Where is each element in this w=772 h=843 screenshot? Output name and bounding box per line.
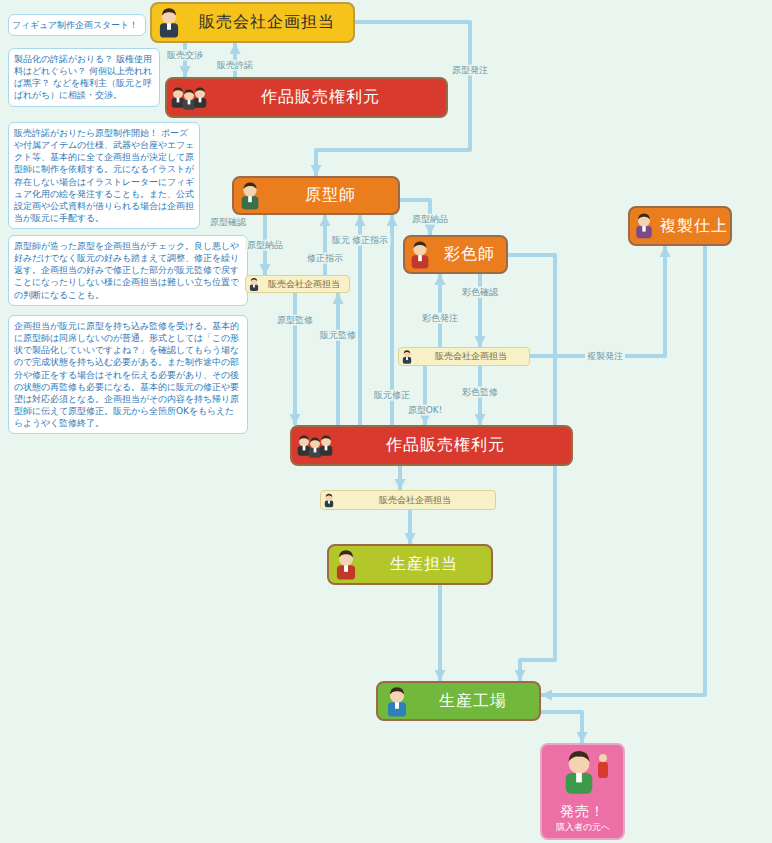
release-box: 発売！購入者の元へ	[540, 743, 625, 840]
flow-arrow	[323, 215, 327, 275]
edge-label: 彩色確認	[460, 287, 500, 298]
flow-arrow	[438, 585, 442, 681]
flow-arrow	[293, 293, 297, 425]
flow-arrow	[530, 246, 665, 356]
node-text: 作品販売権利元	[261, 87, 380, 108]
check-tag: 販売会社企画担当	[398, 347, 530, 366]
role-box: 生産担当	[327, 544, 493, 585]
note-callout: 企画担当が販元に原型を持ち込み監修を受ける。基本的に原型師は同席しないのが普通。…	[8, 315, 248, 434]
rights-holder-box: 作品販売権利元	[290, 425, 573, 466]
node-text: 販売会社企画担当	[199, 12, 335, 33]
node-text: 原型師	[305, 185, 356, 206]
role-box: 販売会社企画担当	[150, 2, 355, 43]
node-text: 企画担当が販元に原型を持ち込み監修を受ける。基本的に原型師は同席しないのが普通。…	[14, 320, 242, 429]
node-text: 原型師が造った原型を企画担当がチェック。良し悪しや好みだけでなく販元の好みも踏ま…	[14, 240, 242, 301]
edge-label: 原型OK!	[406, 405, 445, 416]
role-box: 彩色師	[403, 235, 508, 274]
flow-arrow	[423, 366, 427, 425]
flow-arrow	[541, 712, 582, 743]
node-text: 生産工場	[439, 691, 507, 712]
edge-label: 彩色発注	[420, 313, 460, 324]
edge-label: 彩色監修	[460, 387, 500, 398]
node-text: 複製仕上	[660, 216, 728, 237]
node-text: 彩色師	[444, 244, 495, 265]
check-tag: 販売会社企画担当	[245, 275, 350, 293]
edge-label: 原型発注	[450, 65, 490, 76]
edge-label: 販売許諾	[215, 60, 255, 71]
edge-label: 販元 修正指示	[330, 235, 391, 246]
node-text: 作品販売権利元	[386, 435, 505, 456]
flow-arrow	[508, 255, 555, 681]
check-tag: 販売会社企画担当	[320, 490, 496, 510]
edge-label: 修正指示	[305, 253, 345, 264]
node-text: 販売会社企画担当	[435, 350, 507, 363]
flow-arrow	[408, 510, 412, 544]
node-text: 販売会社企画担当	[268, 278, 340, 291]
node-text: 発売！	[560, 803, 605, 821]
node-text: フィギュア制作企画スタート！	[12, 19, 142, 31]
edge-label: 販元修正	[372, 390, 412, 401]
edge-label: 原型納品	[245, 240, 285, 251]
node-text: 購入者の元へ	[556, 821, 610, 834]
edge-label: 原型納品	[410, 214, 450, 225]
role-box: 生産工場	[376, 681, 541, 721]
flow-arrow	[358, 215, 362, 425]
node-text: 生産担当	[390, 554, 458, 575]
note-callout: 製品化の許諾がおりる？ 版権使用料はどれぐらい？ 何個以上売れれば黒字？ などを…	[8, 48, 160, 107]
flow-arrow	[478, 274, 482, 347]
note-callout: 原型師が造った原型を企画担当がチェック。良し悪しや好みだけでなく販元の好みも踏ま…	[8, 235, 248, 306]
node-text: 販売許諾がおりたら原型制作開始！ ポーズや付属アイテムの仕様、武器や台座やエフェ…	[14, 127, 194, 224]
flow-arrow	[541, 246, 705, 695]
edge-label: 原型監修	[275, 315, 315, 326]
edge-label: 販売交渉	[165, 50, 205, 61]
flow-label: 原型確認	[208, 217, 248, 228]
flow-arrow	[398, 466, 402, 490]
rights-holder-box: 作品販売権利元	[165, 77, 448, 118]
note-callout: フィギュア制作企画スタート！	[8, 14, 146, 36]
note-callout: 販売許諾がおりたら原型制作開始！ ポーズや付属アイテムの仕様、武器や台座やエフェ…	[8, 122, 200, 229]
node-text: 製品化の許諾がおりる？ 版権使用料はどれぐらい？ 何個以上売れれば黒字？ などを…	[14, 53, 154, 102]
flow-arrow	[336, 293, 340, 425]
flow-arrow	[438, 274, 442, 347]
edge-label: 複製発注	[585, 351, 625, 362]
role-box: 複製仕上	[628, 206, 732, 246]
role-box: 原型師	[232, 176, 400, 215]
edge-label: 販元監修	[318, 330, 358, 341]
node-text: 販売会社企画担当	[379, 494, 451, 507]
